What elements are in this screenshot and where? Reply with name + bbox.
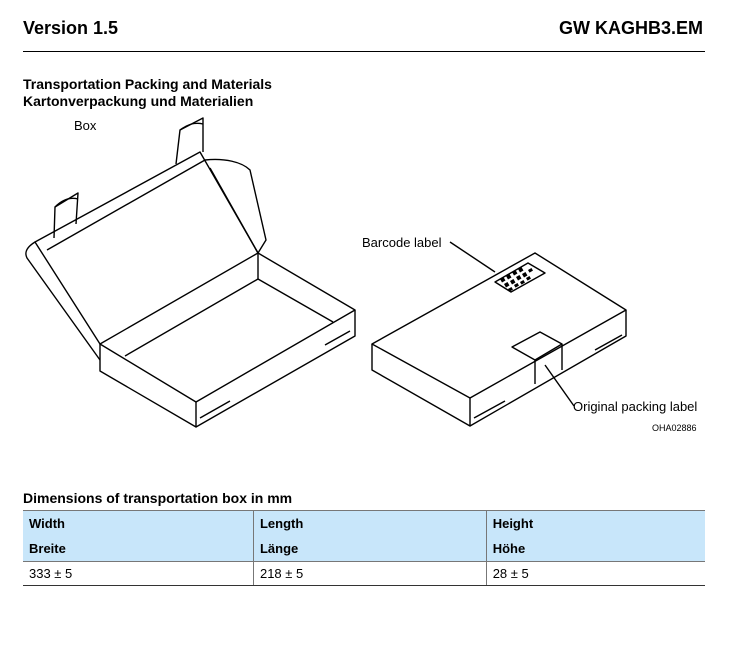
table-row: 333 ± 5 218 ± 5 28 ± 5 xyxy=(23,561,705,586)
dimensions-caption: Dimensions of transportation box in mm xyxy=(23,490,293,506)
box-label: Box xyxy=(74,118,97,133)
section-title-en: Transportation Packing and Materials xyxy=(23,76,272,92)
section-title-de: Kartonverpackung und Materialien xyxy=(23,93,254,109)
length-value: 218 ± 5 xyxy=(252,561,487,586)
column-header-length-de: Länge xyxy=(252,536,487,562)
column-header-height-de: Höhe xyxy=(485,536,705,562)
height-value: 28 ± 5 xyxy=(485,561,705,586)
open-box-drawing xyxy=(25,117,356,428)
original-packing-label-caption: Original packing label xyxy=(573,399,698,414)
packing-illustration xyxy=(25,117,627,428)
barcode-graphic xyxy=(500,266,533,292)
column-header-width-en: Width xyxy=(23,510,254,536)
original-label-leader-line xyxy=(544,364,575,407)
product-code: GW KAGHB3.EM xyxy=(559,18,703,38)
figure-id: OHA02886 xyxy=(652,423,697,433)
header-divider xyxy=(23,51,705,52)
barcode-label-caption: Barcode label xyxy=(362,235,442,250)
barcode-leader-line xyxy=(449,241,496,273)
dimensions-table: Width Length Height Breite Länge Höhe 33… xyxy=(23,510,705,586)
column-header-length-en: Length xyxy=(252,510,487,536)
width-value: 333 ± 5 xyxy=(23,561,254,586)
closed-box-drawing xyxy=(371,252,627,427)
column-header-height-en: Height xyxy=(485,510,705,536)
table-header-row-de: Breite Länge Höhe xyxy=(23,536,705,562)
column-header-width-de: Breite xyxy=(23,536,254,562)
table-header-row-en: Width Length Height xyxy=(23,510,705,536)
document-version: Version 1.5 xyxy=(23,18,119,38)
